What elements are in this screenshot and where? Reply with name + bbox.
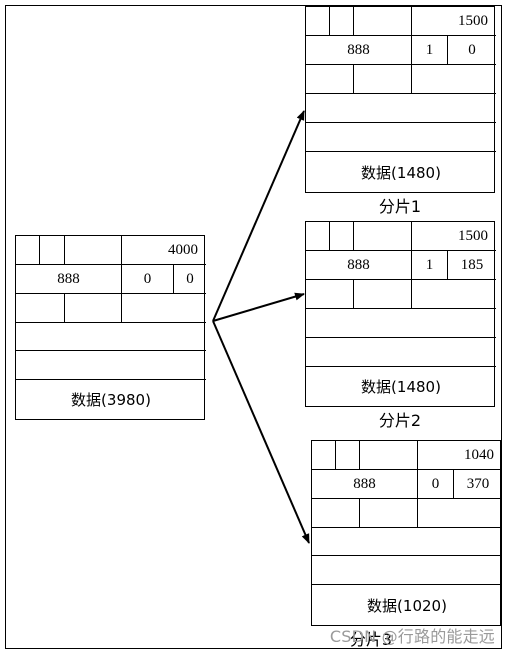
data-field: 数据(3980): [71, 391, 151, 409]
checksum-field: [418, 499, 502, 528]
header-length-field: [330, 222, 354, 251]
header-length-field: [40, 236, 65, 265]
version-field: [312, 441, 336, 470]
identification-field: 888: [312, 470, 418, 499]
fragment-1-caption: 分片1: [378, 197, 422, 216]
source-address-field: [312, 528, 502, 556]
fragment-2: 1500 888 1 185 数据(1480): [305, 221, 496, 407]
total-length-field: 4000: [122, 236, 206, 265]
destination-address-field: [306, 338, 496, 367]
data-field: 数据(1480): [361, 378, 441, 396]
arrow-to-fragment-2: [212, 292, 305, 322]
protocol-field: [360, 499, 418, 528]
data-field: 数据(1020): [367, 596, 447, 615]
ttl-field: [306, 280, 354, 309]
watermark: CSDN @行路的能走远: [329, 627, 495, 646]
fragment-offset-field: 0: [174, 265, 206, 294]
checksum-field: [122, 294, 206, 323]
source-address-field: [306, 309, 496, 338]
service-type-field: [65, 236, 122, 265]
diagram-frame: [5, 5, 502, 649]
mf-flag-field: 0: [122, 265, 174, 294]
fragment-offset-field: 185: [448, 251, 496, 280]
protocol-field: [65, 294, 122, 323]
destination-address-field: [312, 556, 502, 585]
version-field: [16, 236, 40, 265]
service-type-field: [360, 441, 418, 470]
ttl-field: [312, 499, 360, 528]
checksum-field: [412, 65, 496, 94]
total-length-field: 1500: [412, 222, 496, 251]
fragment-3-caption: 分片3: [349, 630, 393, 649]
total-length-field: 1040: [418, 441, 502, 470]
fragment-offset-field: 370: [454, 470, 502, 499]
identification-field: 888: [306, 251, 412, 280]
original-datagram: 4000 888 0 0 数据(3980): [15, 235, 206, 420]
source-address-field: [16, 323, 206, 351]
fragment-1: 1500 888 1 0 数据(1480): [305, 6, 496, 193]
ttl-field: [16, 294, 65, 323]
fragment-offset-field: 0: [448, 36, 496, 65]
checksum-field: [412, 280, 496, 309]
destination-address-field: [16, 351, 206, 380]
version-field: [306, 7, 330, 36]
version-field: [306, 222, 330, 251]
arrow-to-fragment-1: [212, 110, 305, 322]
identification-field: 888: [306, 36, 412, 65]
source-address-field: [306, 94, 496, 123]
destination-address-field: [306, 123, 496, 152]
header-length-field: [330, 7, 354, 36]
mf-flag-field: 0: [418, 470, 454, 499]
service-type-field: [354, 222, 412, 251]
mf-flag-field: 1: [412, 36, 448, 65]
header-length-field: [336, 441, 360, 470]
identification-field: 888: [16, 265, 122, 294]
ttl-field: [306, 65, 354, 94]
fragment-3: 1040 888 0 370 数据(1020): [311, 440, 502, 626]
mf-flag-field: 1: [412, 251, 448, 280]
fragment-2-caption: 分片2: [378, 411, 422, 430]
protocol-field: [354, 280, 412, 309]
data-field: 数据(1480): [361, 163, 441, 182]
protocol-field: [354, 65, 412, 94]
service-type-field: [354, 7, 412, 36]
total-length-field: 1500: [412, 7, 496, 36]
arrow-to-fragment-3: [212, 320, 310, 544]
